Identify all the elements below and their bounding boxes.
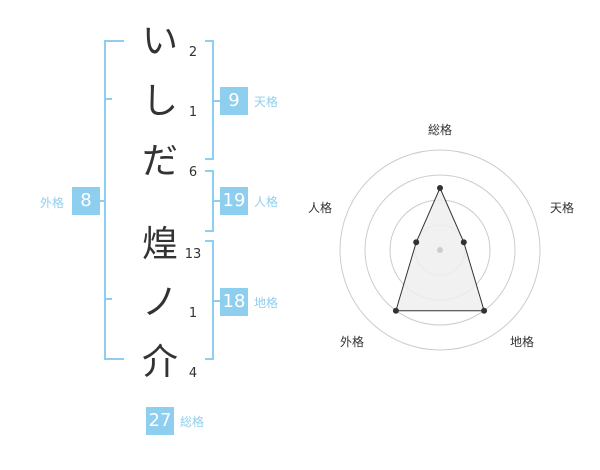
gaikaku-value: 8	[72, 187, 100, 215]
stroke-count-4: 13	[184, 247, 202, 262]
radar-point-4	[392, 307, 399, 314]
chikaku-bracket-bottom	[205, 358, 214, 360]
gaikaku-label: 外格	[40, 196, 65, 210]
chikaku-label: 地格	[254, 296, 279, 310]
jinkaku-value: 19	[220, 187, 248, 215]
tenkaku-connector	[212, 100, 222, 102]
radar-axis-label-jinkaku: 人格	[308, 200, 332, 215]
gaikaku-bracket-mid-2	[104, 298, 112, 300]
stroke-count-5: 1	[188, 306, 198, 321]
jinkaku-bracket-bottom	[205, 230, 214, 232]
jinkaku-bracket-top	[205, 170, 214, 172]
radar-point-5	[413, 239, 420, 246]
radar-point-1	[437, 185, 443, 191]
tenkaku-bracket-bottom	[205, 158, 214, 160]
radar-point-2	[460, 239, 467, 246]
gaikaku-connector	[100, 200, 106, 202]
jinkaku-label: 人格	[254, 195, 279, 209]
soukaku-label: 総格	[180, 415, 205, 429]
name-char-2: し	[141, 81, 178, 122]
soukaku-value: 27	[146, 407, 174, 435]
stroke-count-1: 2	[188, 45, 198, 60]
name-char-1: い	[141, 21, 178, 62]
fortune-radar-chart: 総格 天格 地格 外格 人格	[308, 122, 574, 351]
tenkaku-value: 9	[220, 87, 248, 115]
stroke-count-6: 4	[188, 366, 198, 381]
radar-center-dot	[437, 247, 443, 253]
radar-axis-label-soukaku: 総格	[428, 122, 452, 137]
name-char-4: 煌	[141, 224, 178, 265]
radar-point-3	[481, 307, 488, 314]
chikaku-connector	[212, 300, 222, 302]
radar-axis-label-chikaku: 地格	[510, 334, 534, 349]
name-char-3: だ	[141, 141, 178, 182]
radar-axis-label-gaikaku: 外格	[340, 334, 364, 349]
radar-ring-3	[364, 174, 516, 326]
gaikaku-bracket-top	[104, 40, 124, 42]
stroke-count-2: 1	[188, 105, 198, 120]
tenkaku-label: 天格	[254, 95, 279, 109]
chikaku-bracket-top	[205, 240, 214, 242]
gaikaku-bracket-bottom	[104, 358, 124, 360]
name-char-5: ノ	[141, 282, 178, 323]
tenkaku-bracket-top	[205, 40, 214, 42]
radar-ring-4	[339, 149, 541, 351]
stroke-count-3: 6	[188, 165, 198, 180]
radar-axis-label-tenkaku: 天格	[550, 200, 574, 215]
jinkaku-connector	[212, 200, 222, 202]
name-char-6: 介	[141, 342, 178, 383]
chikaku-value: 18	[220, 288, 248, 316]
gaikaku-bracket-mid-1	[104, 98, 112, 100]
